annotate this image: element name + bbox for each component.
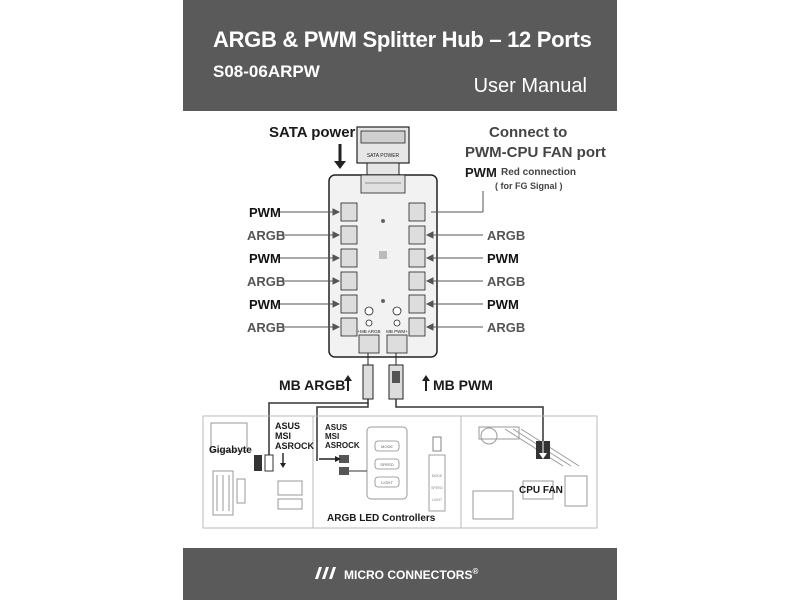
cover-header: ARGB & PWM Splitter Hub – 12 Ports S08-0…	[183, 0, 617, 111]
cpu-fan-label: CPU FAN	[519, 485, 563, 496]
pwm-red-label: PWM	[465, 165, 497, 180]
right-port-label-5: ARGB	[487, 320, 526, 335]
brand-asrock-center: ASROCK	[325, 441, 360, 450]
left-port-label-4: ARGB	[247, 274, 286, 289]
connect-to-line1: Connect to	[489, 124, 568, 141]
document-subtitle: User Manual	[473, 75, 587, 97]
controller-mode-label: MODE	[381, 444, 393, 449]
right-port-label-1: ARGB	[487, 228, 526, 243]
mb-pwm-label: MB PWM	[433, 377, 493, 393]
right-port-label-2: PWM	[487, 251, 519, 266]
brand-text: MICRO CONNECTORS	[344, 568, 473, 582]
brand-msi-left: MSI	[275, 431, 292, 441]
remote-mode-label: MODE	[432, 474, 443, 478]
connect-to-line2: PWM-CPU FAN port	[465, 144, 606, 161]
cover-footer: MICRO CONNECTORS®	[183, 548, 617, 600]
diagram-svg: SATA POWER	[202, 126, 598, 529]
mb-argb-arrow-icon	[344, 375, 352, 391]
right-port-label-3: ARGB	[487, 274, 526, 289]
sata-arrow-icon	[334, 144, 346, 169]
left-port-label-2: ARGB	[247, 228, 286, 243]
brand-asrock-left: ASROCK	[275, 441, 315, 451]
red-connection-label: Red connection	[501, 167, 577, 178]
left-mb-headers	[254, 453, 286, 472]
model-number: S08-06ARPW	[213, 62, 320, 81]
remote-speed-label: SPEED	[431, 486, 443, 490]
mb-argb-label: MB ARGB	[279, 377, 346, 393]
brand-asus-center: ASUS	[325, 423, 348, 432]
controller-light-label: LIGHT	[381, 480, 393, 485]
controller-speed-label: SPEED	[380, 462, 394, 467]
asus-msi-asrock-center: ASUS MSI ASROCK	[325, 423, 360, 450]
left-port-label-3: PWM	[249, 251, 281, 266]
right-port-arrows	[425, 191, 484, 331]
left-port-label-1: PWM	[249, 205, 281, 220]
left-port-label-6: ARGB	[247, 320, 286, 335]
board-mb-argb-label: +MB ARGB	[357, 329, 380, 334]
mb-cables	[268, 353, 544, 461]
manual-cover: ARGB & PWM Splitter Hub – 12 Ports S08-0…	[183, 0, 617, 600]
mb-pwm-arrow-icon	[422, 375, 430, 391]
wiring-diagram: SATA POWER	[183, 111, 617, 548]
sata-connector-text: SATA POWER	[367, 153, 400, 159]
board-mb-pwm-label: MB PWM+	[386, 329, 408, 334]
remote-light-label: LIGHT	[432, 498, 443, 502]
fg-signal-label: ( for FG Signal )	[495, 181, 563, 191]
argb-led-controllers-label: ARGB LED Controllers	[327, 513, 436, 524]
trademark-symbol: ®	[472, 567, 479, 576]
brand-name: MICRO CONNECTORS®	[344, 567, 478, 582]
hub-board: +MB ARGB MB PWM+	[328, 174, 438, 358]
product-title: ARGB & PWM Splitter Hub – 12 Ports	[213, 27, 592, 52]
brand-msi-center: MSI	[325, 432, 340, 441]
argb-controller-sketch: MODE SPEED LIGHT MODE SPEED LIGHT	[319, 426, 446, 512]
left-port-label-5: PWM	[249, 297, 281, 312]
sata-power-connector: SATA POWER	[356, 126, 410, 178]
brand-asus-left: ASUS	[275, 421, 301, 431]
right-port-label-4: PWM	[487, 297, 519, 312]
micro-connectors-logo-icon	[315, 567, 336, 579]
motherboard-sketches	[202, 415, 598, 529]
gigabyte-label: Gigabyte	[209, 445, 252, 456]
cpu-fan-header	[536, 441, 550, 459]
left-port-arrows	[279, 208, 341, 331]
sata-power-label: SATA power	[269, 124, 356, 141]
asus-msi-asrock-left: ASUS MSI ASROCK	[275, 421, 314, 451]
